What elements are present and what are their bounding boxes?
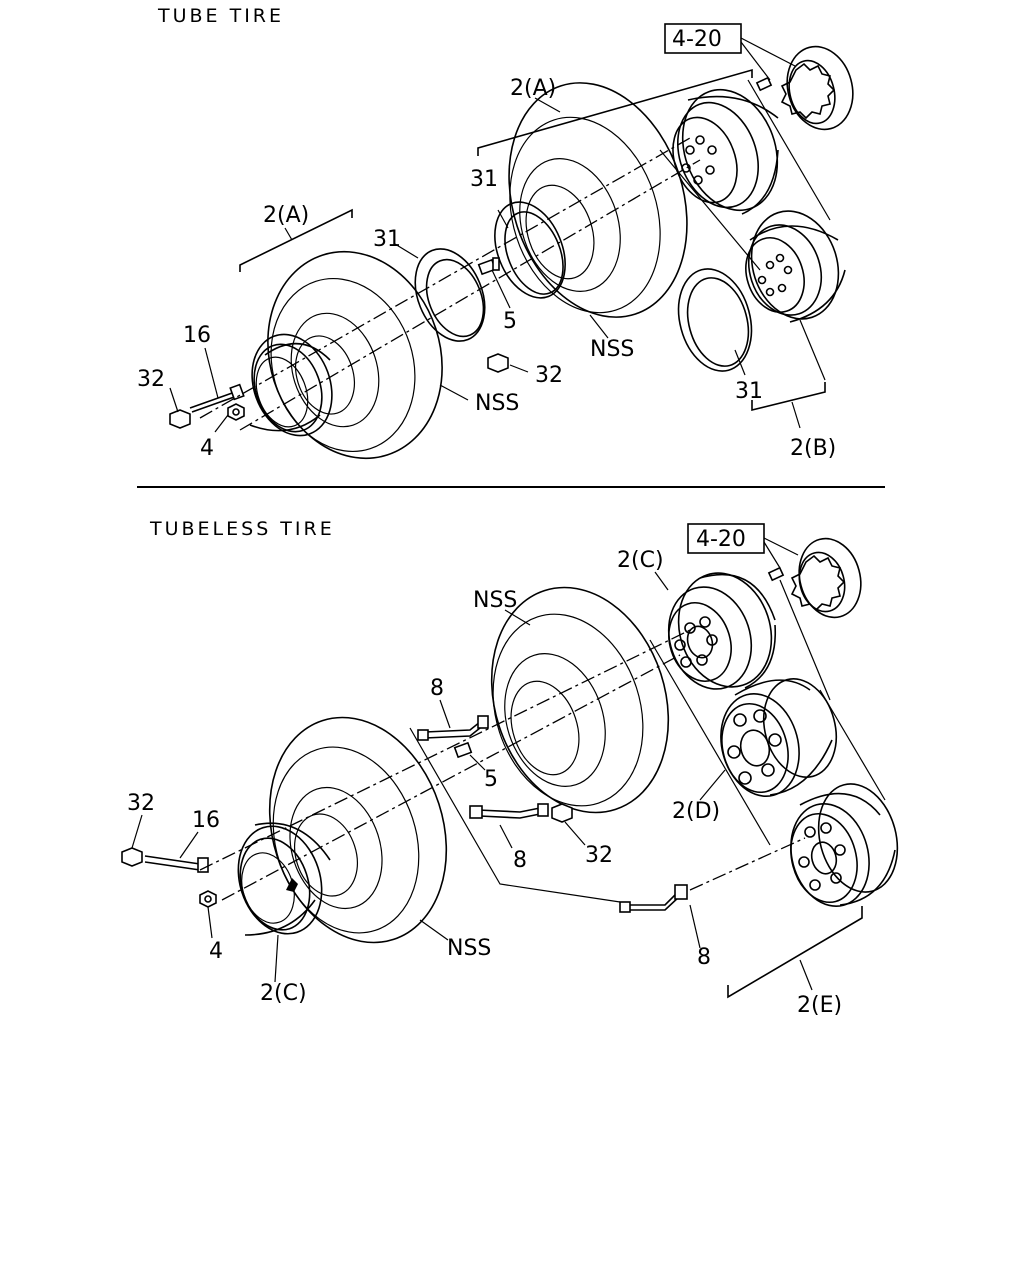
wheel-hub-bottom — [767, 537, 862, 619]
stud-16-top — [189, 383, 245, 413]
valve-8-lower — [619, 884, 688, 913]
tube-tire-title: TUBE TIRE — [157, 5, 284, 27]
callout-32-top-right: 32 — [535, 363, 563, 388]
callout-nss-top-right: NSS — [590, 337, 634, 362]
nut-4-top — [227, 403, 245, 421]
callout-2d: 2(D) — [672, 799, 720, 824]
flap-31-left — [414, 248, 486, 342]
callout-8-lower: 8 — [697, 945, 711, 970]
valve-8-upper — [417, 715, 489, 741]
rim-2e — [790, 783, 899, 907]
tire-nss-front — [268, 716, 448, 944]
tube-tire-assembly: 4-20 — [137, 23, 854, 461]
nut-32-bottom-right — [551, 803, 573, 823]
rim-2a-front — [249, 333, 333, 437]
callout-nss-bottom-front: NSS — [447, 936, 491, 961]
tubeless-tire-assembly: 4-20 — [121, 523, 899, 1018]
callout-nss-top-left: NSS — [475, 391, 519, 416]
nut-32-top-left — [169, 409, 191, 429]
valve-5-bottom — [453, 741, 473, 759]
callout-2b: 2(B) — [790, 436, 836, 461]
callout-2a-right: 2(A) — [510, 76, 556, 101]
rim-2c-front — [237, 822, 331, 936]
rim-2a-rear — [672, 88, 779, 215]
nut-32-bottom-left — [121, 847, 143, 867]
callout-32-bottom-right: 32 — [585, 843, 613, 868]
callout-8-middle: 8 — [513, 848, 527, 873]
callout-2a-left: 2(A) — [263, 203, 309, 228]
valve-8-middle — [469, 803, 549, 819]
nut-4-bottom — [199, 890, 217, 908]
tubeless-tire-title: TUBELESS TIRE — [149, 518, 335, 540]
callout-5-bottom: 5 — [484, 767, 498, 792]
ref-label-4-20-top: 4-20 — [672, 27, 722, 52]
callout-16-bottom: 16 — [192, 808, 220, 833]
callout-8-upper: 8 — [430, 676, 444, 701]
wheel-hub-top — [755, 45, 854, 131]
rim-2c-rear — [667, 572, 777, 690]
tire-2a-left — [267, 250, 443, 460]
nut-32-top-right — [487, 353, 509, 373]
callout-4-top: 4 — [200, 436, 214, 461]
flap-31-2b — [677, 268, 753, 372]
flap-31-right — [494, 201, 566, 299]
callout-31-left: 31 — [373, 227, 401, 252]
callout-2c-top: 2(C) — [617, 548, 664, 573]
callout-nss-bottom-top: NSS — [473, 588, 517, 613]
callout-31-right: 31 — [470, 167, 498, 192]
callout-2e: 2(E) — [797, 993, 842, 1018]
callout-4-bottom: 4 — [209, 939, 223, 964]
valve-5-top — [477, 257, 500, 276]
callout-32-top-left: 32 — [137, 367, 165, 392]
callout-31-2b: 31 — [735, 379, 763, 404]
tire-nss-rear — [490, 586, 670, 814]
rim-2b — [745, 210, 846, 323]
callout-32-bottom-left: 32 — [127, 791, 155, 816]
callout-5-top: 5 — [503, 309, 517, 334]
tire-2a-right — [508, 82, 688, 318]
callout-16-top: 16 — [183, 323, 211, 348]
ref-label-4-20-bottom: 4-20 — [696, 527, 746, 552]
stud-16-bottom — [144, 855, 209, 873]
rim-2d — [720, 678, 837, 797]
callout-2c-bottom: 2(C) — [260, 981, 307, 1006]
